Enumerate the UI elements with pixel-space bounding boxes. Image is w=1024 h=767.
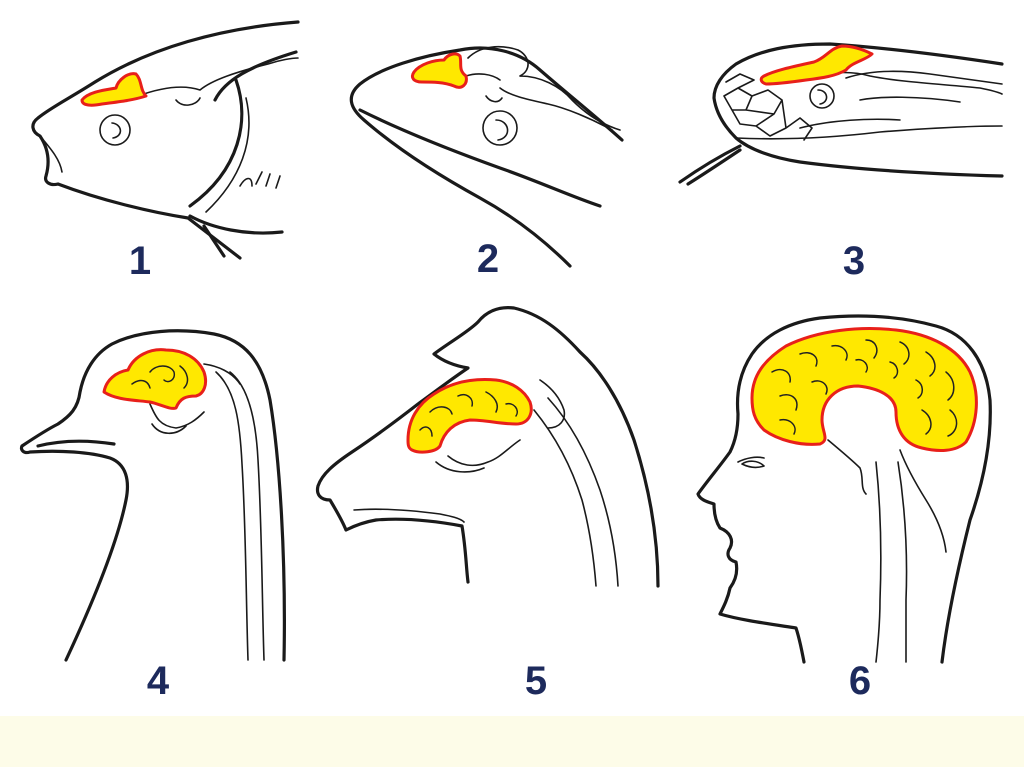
lizard-tongue [678, 144, 742, 186]
frog-mouth-line [358, 108, 602, 208]
bird-beak-line [36, 439, 116, 448]
fish-scale-marks [239, 171, 281, 189]
human-skull-inner [827, 439, 947, 553]
frog-eye-inner [495, 119, 509, 141]
panel-label-6: 6 [849, 659, 871, 703]
dog-spine-1 [547, 397, 619, 587]
dog-skull-inner [435, 379, 566, 473]
frog-nerve [465, 73, 613, 131]
frog-brain [410, 52, 468, 89]
bird-brain-folds [131, 365, 189, 389]
frog-head-outline [349, 46, 624, 268]
fish-mouth-line [39, 135, 63, 173]
lizard-jaw-line [735, 125, 1003, 140]
panel-label-1: 1 [129, 239, 151, 283]
fish-brain [80, 72, 148, 107]
panel-bird: 4 [19, 329, 286, 703]
panel-human: 6 [696, 314, 992, 703]
panel-fish: 1 [31, 20, 300, 283]
fish-gill-line [188, 78, 244, 208]
lizard-nerve [845, 70, 1003, 85]
panel-label-4: 4 [147, 659, 170, 703]
footer-band [0, 716, 1024, 767]
frog-eye-outer [482, 110, 518, 146]
lizard-eye-inner [817, 89, 828, 105]
dog-brain [406, 378, 533, 454]
fish-gill-line-inner [205, 97, 250, 213]
bird-skull-inner [149, 363, 241, 435]
dog-mouth-line [353, 508, 465, 523]
dog-head-outline [315, 306, 660, 588]
fish-fin [188, 214, 284, 258]
dog-spine-2 [533, 409, 597, 587]
bird-brain [102, 348, 208, 410]
human-brow [737, 456, 765, 463]
lizard-head-outline [712, 42, 1004, 178]
lizard-eye-outer [809, 83, 835, 109]
panel-label-5: 5 [525, 659, 547, 703]
human-head-outline [696, 314, 992, 664]
human-spine-2 [897, 461, 908, 663]
panel-frog: 2 [349, 45, 624, 281]
human-spine-1 [875, 461, 882, 663]
lizard-skull [799, 71, 1003, 129]
bird-spine-1 [229, 371, 265, 661]
human-eye [741, 460, 765, 469]
frog-ear-mark [485, 95, 503, 103]
panel-label-3: 3 [843, 239, 865, 283]
bird-spine-2 [215, 371, 249, 661]
fish-eye-inner [111, 122, 122, 139]
human-brain [750, 327, 978, 452]
lizard-scales [723, 73, 813, 141]
lizard-brain [759, 44, 874, 86]
panel-dog: 5 [315, 306, 660, 703]
frog-skull-top [467, 45, 621, 131]
human-brain-folds [771, 339, 958, 437]
bird-head-outline [19, 329, 286, 662]
fish-nerve-cord [137, 57, 299, 106]
panel-lizard: 3 [678, 42, 1004, 283]
panel-label-2: 2 [477, 237, 499, 281]
fish-head-outline [31, 20, 300, 260]
dog-brain-folds [419, 391, 518, 437]
fish-eye-outer [99, 114, 131, 146]
